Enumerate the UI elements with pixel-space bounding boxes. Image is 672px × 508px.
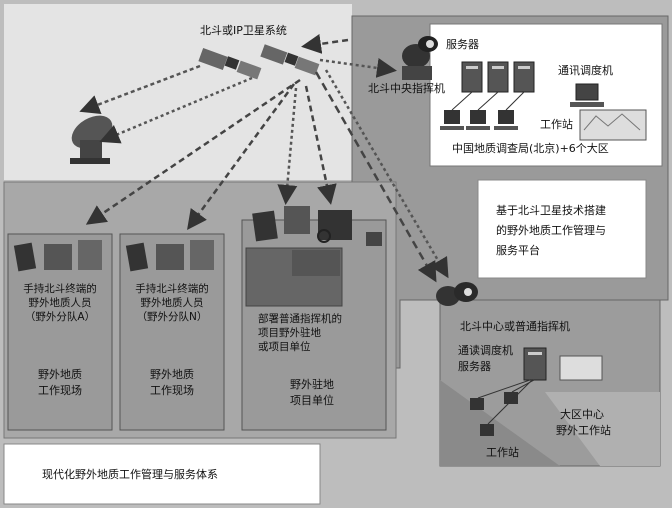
regional-command-label: 北斗中心或普通指挥机: [460, 319, 570, 333]
regional-center-line-2: 野外工作站: [556, 423, 611, 437]
project-equipment-icons: [252, 206, 382, 246]
bottom-box: [3, 443, 321, 505]
dispatch-label: 通讯调度机: [558, 63, 613, 77]
platform-line-2: 的野外地质工作管理与: [496, 223, 606, 237]
central-command-label: 北斗中央指挥机: [368, 81, 445, 95]
platform-line-1: 基于北斗卫星技术搭建: [496, 203, 606, 217]
platform-box: [477, 179, 647, 279]
regional-server-line-1: 通读调度机: [458, 343, 513, 357]
regional-server-line-2: 服务器: [458, 360, 491, 373]
team-a-line-3: （野外分队A）: [25, 310, 95, 323]
regional-command-icon: [436, 282, 478, 306]
project-site-photo-inner: [292, 250, 340, 276]
team-a-line-2: 野外地质人员: [29, 296, 92, 309]
team-a-device-icons: [13, 240, 102, 272]
workstation-label: 工作站: [540, 117, 573, 131]
team-n-site-2: 工作现场: [150, 383, 194, 397]
regional-center-line-1: 大区中心: [560, 407, 604, 421]
team-n-site-1: 野外地质: [150, 368, 194, 381]
workstation-icons: [440, 91, 525, 130]
regional-workstation-icons: [470, 379, 535, 436]
dispatch-computer-icon: [570, 83, 604, 107]
team-a-line-1: 手持北斗终端的: [23, 282, 97, 295]
server-icons: [461, 61, 535, 93]
project-line-1: 部署普通指挥机的: [258, 312, 342, 325]
satellite-left-icon: [198, 47, 262, 80]
sky-region: [4, 4, 352, 180]
map-screen-icon: [579, 109, 647, 141]
project-line-3: 或项目单位: [258, 340, 311, 353]
team-n-device-icons: [125, 240, 214, 272]
central-caption: 中国地质调查局(北京)+6个大区: [452, 141, 609, 155]
central-command-icon: [402, 36, 438, 80]
servers-label: 服务器: [446, 38, 479, 51]
project-site-2: 项目单位: [290, 393, 334, 407]
regional-map-icon: [559, 355, 603, 381]
platform-line-3: 服务平台: [496, 243, 540, 257]
project-site-1: 野外驻地: [290, 377, 334, 391]
team-n-line-3: （野外分队N）: [137, 310, 208, 323]
team-a-site-2: 工作现场: [38, 383, 82, 397]
regional-center-zone: [545, 392, 660, 466]
satellite-right-icon: [260, 44, 320, 76]
regional-workstation-label: 工作站: [486, 445, 519, 459]
bottom-label: 现代化野外地质工作管理与服务体系: [42, 467, 218, 481]
project-line-2: 项目野外驻地: [258, 326, 321, 339]
team-a-site-1: 野外地质: [38, 368, 82, 381]
communication-arrows: [79, 33, 449, 283]
satellite-label: 北斗或IP卫星系统: [200, 24, 287, 37]
regional-server-icon: [523, 347, 547, 381]
team-n-line-1: 手持北斗终端的: [135, 282, 209, 295]
map-screen-detail: [583, 113, 641, 131]
team-n-line-2: 野外地质人员: [141, 296, 204, 309]
